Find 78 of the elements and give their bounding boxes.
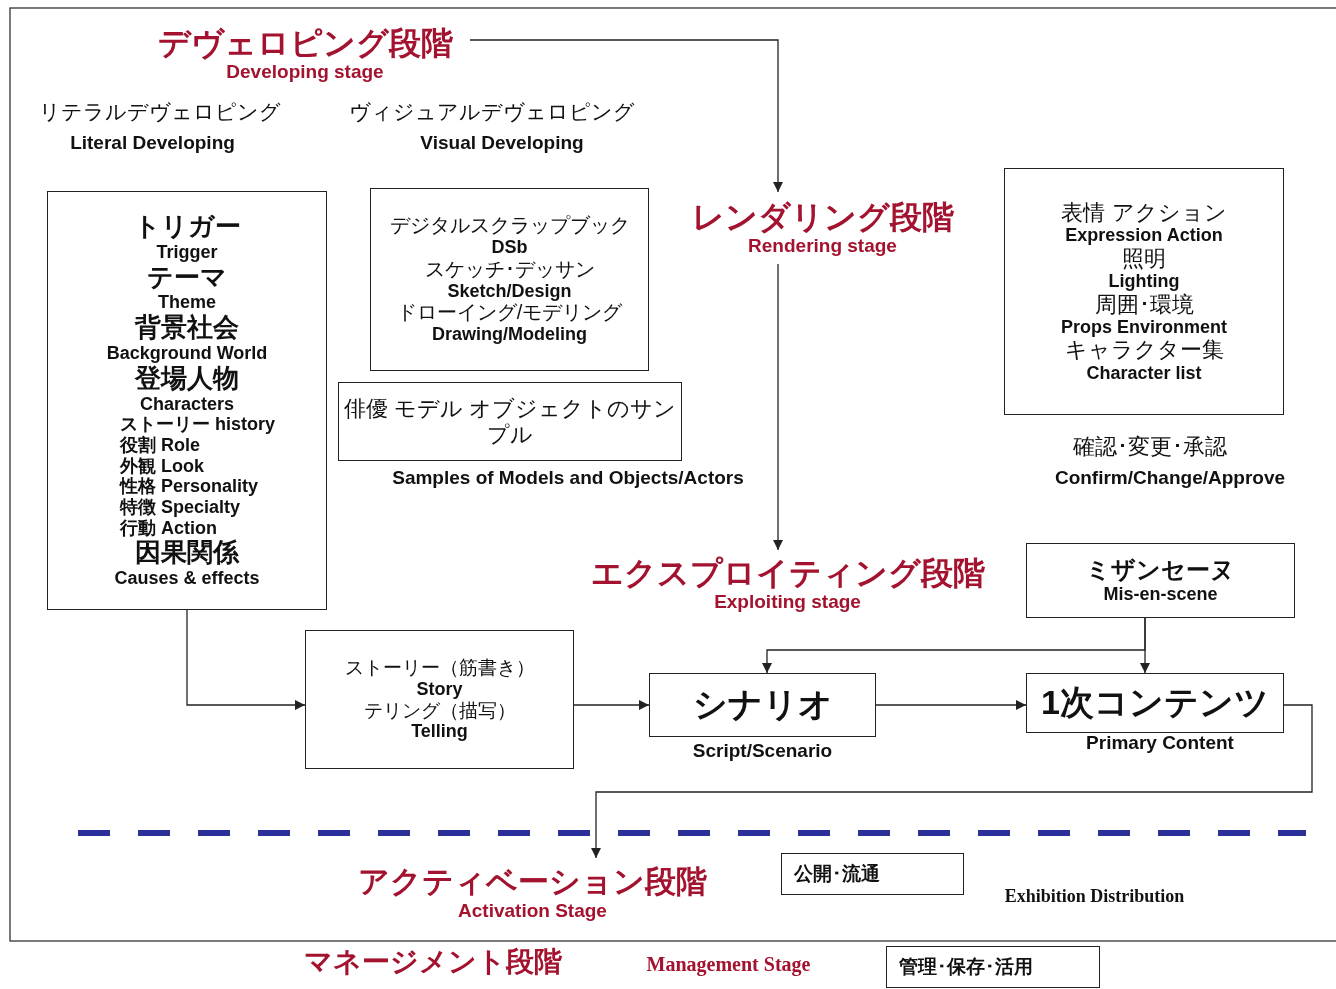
- box-text: DSb: [490, 236, 529, 258]
- box-text: 外観 Look: [119, 455, 205, 477]
- arrow: [772, 263, 784, 551]
- box-text: テリング（描写）: [362, 699, 517, 722]
- stage-subtitle: Rendering stage: [747, 235, 898, 258]
- stage-subtitle: Activation Stage: [457, 899, 608, 922]
- process-box: [1004, 168, 1284, 415]
- stage-title: デヴェロピング段階: [156, 24, 454, 62]
- process-box: [305, 630, 574, 769]
- process-box: [370, 188, 649, 371]
- arrow: [875, 699, 1027, 711]
- box-text: 登場人物: [134, 363, 240, 394]
- stage-subtitle: Developing stage: [225, 61, 385, 84]
- box-text: デジタルスクラップブック: [388, 213, 631, 237]
- box-text: Props Environment: [1060, 316, 1228, 338]
- process-box: [781, 853, 964, 895]
- box-text: 特徴 Specialty: [118, 497, 242, 518]
- stage-title: マネージメント段階: [303, 946, 563, 979]
- box-text: Telling: [410, 721, 469, 743]
- box-text: 表情 アクション: [1060, 199, 1228, 225]
- node-label: Exhibition Distribution: [1003, 886, 1186, 908]
- stage-title: エクスプロイティング段階: [589, 554, 986, 592]
- box-text: 照明: [1121, 245, 1167, 271]
- process-box: [47, 191, 327, 610]
- box-text: キャラクター集: [1063, 337, 1225, 363]
- box-text: Trigger: [155, 241, 219, 263]
- arrow: [1139, 617, 1151, 674]
- stage-title: アクティベーション段階: [357, 864, 708, 900]
- stage-subtitle: Exploiting stage: [713, 591, 862, 614]
- box-text: 役割 Role: [118, 435, 201, 456]
- box-text: Character list: [1085, 362, 1203, 384]
- process-box: [649, 673, 876, 737]
- box-text: 因果関係: [134, 538, 241, 569]
- box-text: 管理･保存･活用: [898, 956, 1034, 978]
- box-text: 性格 Personality: [118, 476, 260, 498]
- node-label: Script/Scenario: [691, 740, 834, 763]
- box-text: シナリオ: [691, 685, 834, 725]
- box-text: ストーリー history: [119, 414, 276, 435]
- box-text: 俳優 モデル オブジェクトのサンプル: [342, 396, 678, 447]
- box-text: テーマ: [146, 262, 228, 293]
- box-text: トリガー: [132, 212, 242, 242]
- box-text: Story: [415, 678, 464, 700]
- label-text: ヴィジュアルデヴェロピング: [348, 100, 636, 125]
- box-text: Lighting: [1107, 270, 1181, 292]
- box-text: Background World: [105, 343, 269, 364]
- label-text: 確認･変更･承認: [1072, 434, 1228, 461]
- box-text: ミザンセーヌ: [1085, 556, 1236, 584]
- box-text: Theme: [157, 292, 217, 314]
- arrow: [469, 39, 784, 193]
- box-text: 周囲･環境: [1093, 291, 1195, 317]
- node-label: Samples of Models and Objects/Actors: [391, 467, 745, 490]
- box-text: Characters: [138, 393, 236, 415]
- process-box: [886, 946, 1100, 988]
- process-box: [1026, 673, 1284, 733]
- box-text: 行動 Action: [118, 517, 218, 539]
- label-text: Management Stage: [645, 953, 812, 978]
- box-text: ストーリー（筋書き）: [343, 656, 536, 679]
- label-text: Literal Developing: [69, 132, 236, 155]
- node-label: Primary Content: [1085, 732, 1235, 755]
- box-text: Causes & effects: [113, 568, 261, 589]
- stage-title: レンダリング段階: [690, 198, 955, 236]
- box-text: 1次コンテンツ: [1040, 683, 1270, 723]
- box-text: 公開･流通: [793, 863, 881, 885]
- box-text: Sketch/Design: [446, 280, 573, 302]
- label-text: リテラルデヴェロピング: [38, 100, 282, 125]
- box-text: Expression Action: [1064, 224, 1224, 246]
- box-text: ドローイング/モデリング: [395, 301, 624, 325]
- arrow: [590, 704, 1313, 859]
- arrow: [186, 609, 306, 711]
- label-text: Visual Developing: [419, 132, 585, 155]
- box-text: 背景社会: [133, 313, 240, 344]
- process-box: [1026, 543, 1295, 618]
- label-text: Confirm/Change/Approve: [1053, 467, 1287, 490]
- box-text: スケッチ･デッサン: [423, 257, 596, 281]
- process-box: [338, 382, 682, 461]
- box-text: Mis-en-scene: [1102, 583, 1219, 605]
- arrow: [573, 699, 650, 711]
- box-text: Drawing/Modeling: [431, 324, 588, 346]
